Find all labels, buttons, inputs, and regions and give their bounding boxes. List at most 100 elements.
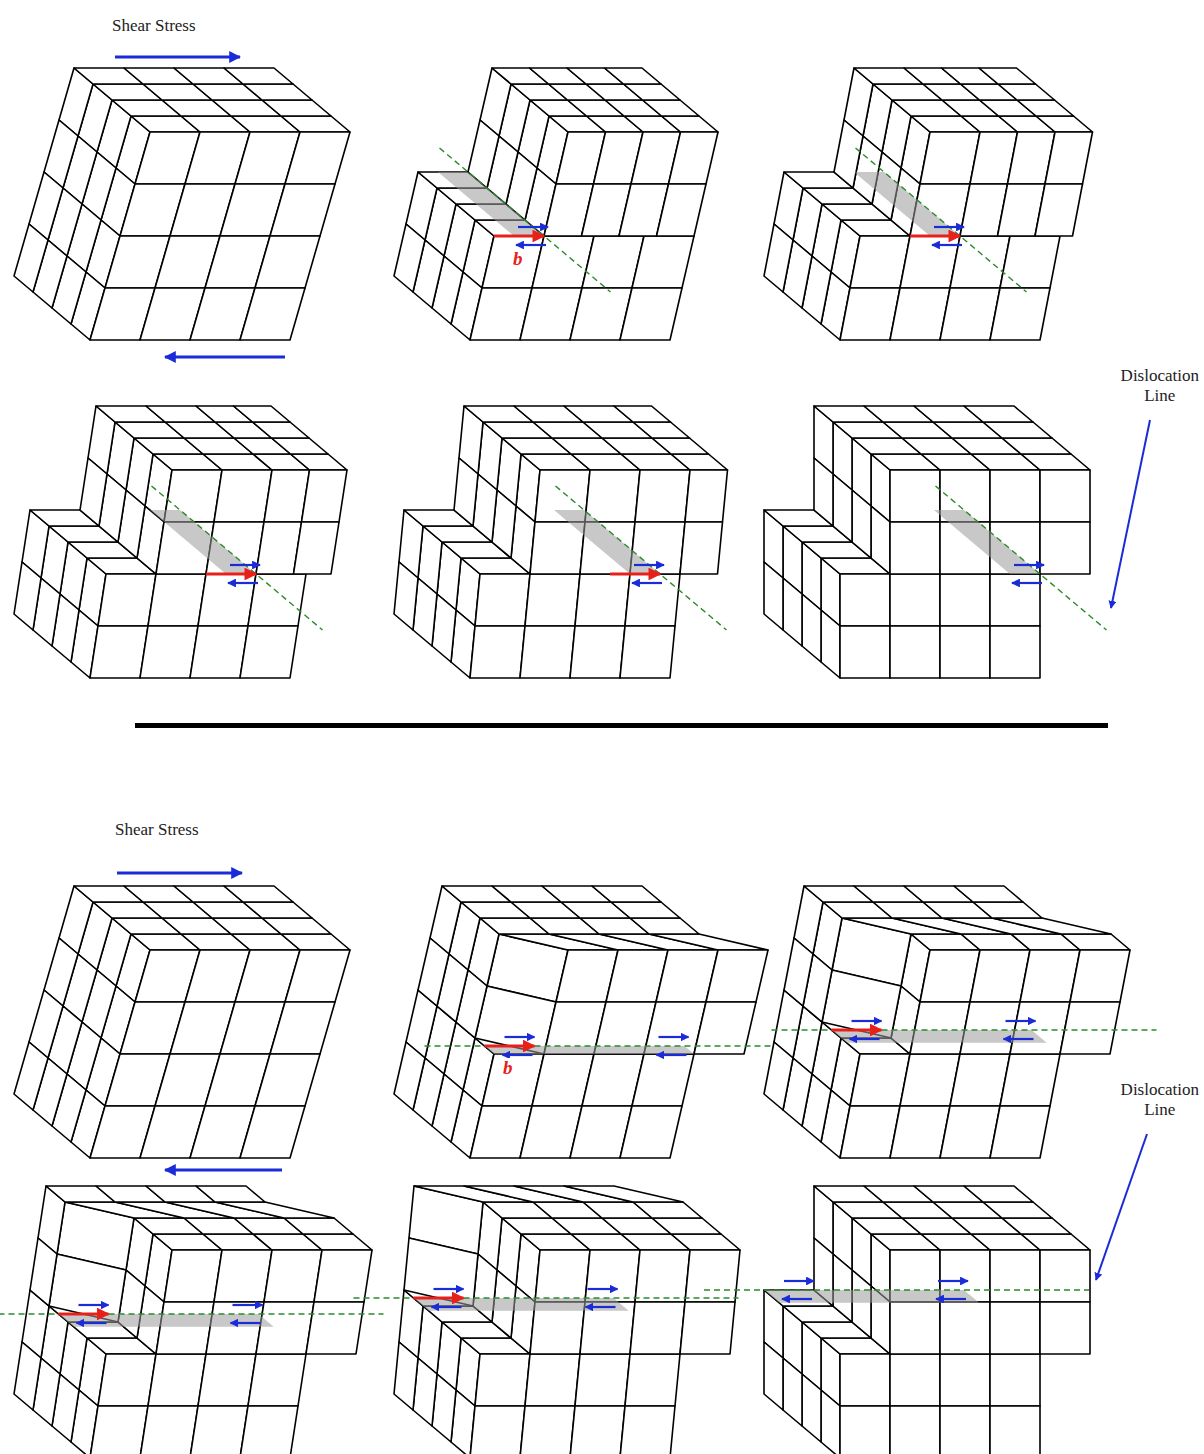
lattice-cell [992,918,1111,934]
lattice-cell [890,470,940,522]
lattice-cell [530,522,585,574]
lattice-cell [940,1406,990,1454]
slip-plane-shading [485,1046,695,1054]
lattice-cell [525,574,580,626]
lattice-cell [285,132,350,184]
burgers-vector-arrow [832,1028,882,1031]
lattice-cell [1070,950,1130,1002]
lattice-cell [764,562,783,630]
lattice-cell [256,1302,314,1354]
slip-plane-shading [59,1314,274,1327]
lattice-cell [685,1250,740,1302]
lattice-cell [262,918,331,934]
dislocation-line [0,1313,384,1314]
lattice-cell [706,950,768,1002]
slip-arrow [784,1280,814,1282]
burgers-vector-arrow [485,1044,535,1047]
slip-arrow [79,1304,109,1306]
lattice-cell [418,938,449,1006]
stress-label: Shear Stress [112,16,196,36]
lattice-cell [394,1342,418,1410]
lattice-cell [240,1406,298,1454]
lattice-cell [940,1354,990,1406]
lattice-cell [272,438,329,454]
slip-arrow [1004,1038,1034,1040]
leader-arrow [1096,1134,1147,1280]
lattice-cell [570,1406,625,1454]
lattice-cell [632,236,694,288]
lattice-cell [575,574,630,626]
lattice-cell [156,1302,214,1354]
lattice-cell [990,574,1040,626]
lattice-cell [1036,116,1093,132]
lattice-cell [224,68,293,84]
lattice-cell [840,626,890,678]
lattice-cell [264,1250,322,1302]
lattice-cell [680,1302,735,1354]
lattice-cell [890,574,940,626]
dislocation-label: Dislocation Line [1121,366,1199,407]
lattice-cell [198,1354,256,1406]
dislocation-line [936,486,1107,630]
lattice-cell [620,1106,682,1158]
lattice-cell [98,574,156,626]
lattice-cell [475,986,556,1054]
lattice-cell [657,184,707,236]
lattice-cell [802,1374,821,1442]
lattice-cell [1000,236,1060,288]
shear-stress-arrow [165,1169,282,1172]
slip-arrow [588,1288,618,1290]
lattice-cell [620,288,682,340]
lattice-cell [649,934,768,950]
lattice-cell [852,490,871,558]
lattice-cell [80,458,107,526]
lattice-cell [1002,1218,1071,1234]
lattice-cell [630,918,699,934]
lattice-cell [1021,454,1090,470]
lattice-cell [214,1250,272,1302]
slip-arrow [936,1298,966,1300]
leader-arrow [1111,420,1150,608]
lattice-cell [525,1354,580,1406]
lattice-cell [973,902,1042,918]
lattice-cell [14,1342,41,1410]
lattice-cell [255,236,320,288]
lattice-cell [611,902,680,918]
lattice-cell [140,626,198,678]
lattice-cell [890,1406,940,1454]
lattice-cell [215,1202,334,1218]
lattice-cell [990,1106,1050,1158]
lattice-cell [196,1186,265,1202]
lattice-cell [979,68,1036,84]
lattice-cell [570,626,625,678]
lattice-cell [90,1406,148,1454]
lattice-cell [940,626,990,678]
lattice-cell [281,934,350,950]
lattice-cell [669,132,719,184]
lattice-cell [840,1354,890,1406]
slip-arrow [518,226,548,228]
lattice-cell [680,522,723,574]
lattice-cell [214,470,272,522]
lattice-cell [240,626,298,678]
slip-arrow [231,1322,261,1324]
lattice-cell [671,454,728,470]
shear-stress-arrow [165,356,285,359]
lattice-cell [475,574,530,626]
lattice-cell [224,886,293,902]
lattice-cell [1045,132,1093,184]
dislocation-line [856,148,1027,292]
lattice-cell [614,406,671,422]
lattice-cell [983,422,1052,438]
lattice-cell [633,1202,702,1218]
dislocation-line [152,486,323,630]
separator-bar [135,723,1108,728]
lattice-cell [535,1250,590,1302]
lattice-cell [990,288,1050,340]
dislocation-line [425,1045,810,1046]
lattice-cell [764,1342,783,1410]
lattice-cell [140,1406,198,1454]
dislocation-label: Dislocation Line [1121,1080,1199,1121]
lattice-cell [248,574,306,626]
slip-arrow [632,582,662,584]
